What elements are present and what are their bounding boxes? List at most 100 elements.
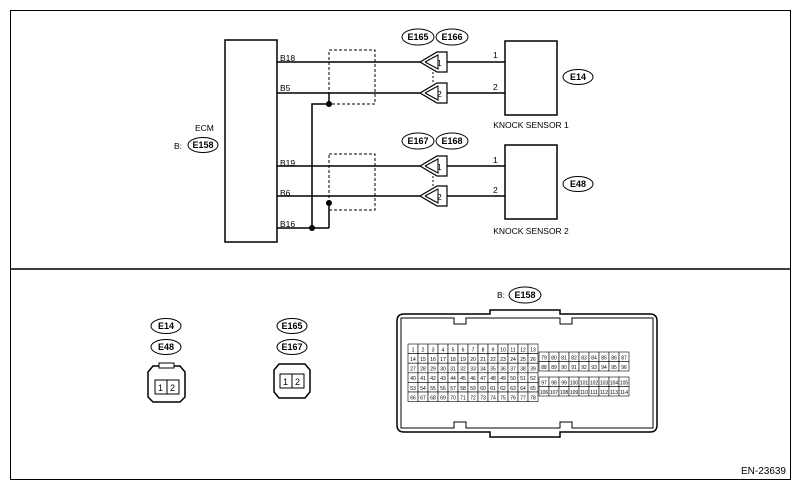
pin-label: 85 <box>601 355 607 361</box>
pin-label: 22 <box>490 357 496 363</box>
sensor2-conn-a-tag: E167 <box>407 136 428 146</box>
tag-oval <box>508 286 542 304</box>
pin-label: 20 <box>470 357 476 363</box>
left-connector-pin1: 1 <box>158 383 163 393</box>
pin-label: 68 <box>430 395 436 401</box>
pin-label: 7 <box>472 347 475 353</box>
pin-label: 27 <box>410 367 416 373</box>
pin-label: 91 <box>571 365 577 371</box>
pin-label: 106 <box>540 390 549 396</box>
pin-cell <box>618 361 630 372</box>
pin-label: 110 <box>580 390 588 396</box>
pin-label: 36 <box>500 367 506 373</box>
sensor1-conn-a-tag: E165 <box>407 32 428 42</box>
pin-label: 12 <box>520 347 526 353</box>
wires-sensor2 <box>277 165 505 197</box>
knock-sensor-2-box <box>504 144 558 220</box>
pin-label: 60 <box>480 386 486 392</box>
pin-label: 94 <box>601 365 607 371</box>
pin-label: 90 <box>561 365 567 371</box>
pin-label: 23 <box>500 357 506 363</box>
tag-oval <box>401 132 435 150</box>
big-connector-prefix: B: <box>497 290 505 300</box>
pin-label: 53 <box>410 386 416 392</box>
sensor1-pin2: 2 <box>493 82 498 92</box>
pin-label: 30 <box>440 367 446 373</box>
pin-label: 42 <box>430 376 436 382</box>
shield-box-2 <box>328 153 376 211</box>
pin-label: 31 <box>450 367 456 373</box>
pin-label: 55 <box>430 386 436 392</box>
ecm-pin-b6: B6 <box>280 188 291 198</box>
outer-frame <box>10 10 791 480</box>
pin-label: 25 <box>520 357 526 363</box>
pin-label: 65 <box>530 386 536 392</box>
knock-sensor-2-tag: E48 <box>570 179 586 189</box>
mid-connector-tag-1: E165 <box>281 321 302 331</box>
pin-label: 59 <box>470 386 476 392</box>
pin-label: 75 <box>500 395 506 401</box>
pin-label: 9 <box>492 347 495 353</box>
pin-label: 48 <box>490 376 496 382</box>
pin-label: 67 <box>420 395 426 401</box>
ecm-pin-b16: B16 <box>280 219 295 229</box>
pin-label: 29 <box>430 367 436 373</box>
tag-oval <box>435 28 469 46</box>
pin-label: 104 <box>610 380 619 386</box>
pin-label: 21 <box>480 357 486 363</box>
inline-connector-1-pin1: 1 <box>437 58 442 68</box>
pin-label: 107 <box>550 390 559 396</box>
pin-label: 82 <box>571 355 577 361</box>
pin-label: 1 <box>412 347 415 353</box>
pin-label: 5 <box>452 347 455 353</box>
pin-label: 63 <box>510 386 516 392</box>
ecm-connector-tag-oval <box>187 137 219 153</box>
tag-oval <box>435 132 469 150</box>
sensor2-pin1: 1 <box>493 155 498 165</box>
pin-label: 92 <box>581 365 587 371</box>
knock-sensor-2-label: KNOCK SENSOR 2 <box>493 226 569 236</box>
ecm-connector-prefix: B: <box>174 141 182 151</box>
pin-label: 45 <box>460 376 466 382</box>
shield-box-1 <box>328 49 376 105</box>
pin-label: 79 <box>541 355 547 361</box>
pin-label: 14 <box>410 357 416 363</box>
pin-label: 35 <box>490 367 496 373</box>
splice-dot <box>309 225 315 231</box>
pin-label: 15 <box>420 357 426 363</box>
pin-label: 38 <box>520 367 526 373</box>
knock-sensor-1-tag: E14 <box>570 72 586 82</box>
ecm-pin-b18: B18 <box>280 53 295 63</box>
pin-label: 78 <box>530 395 536 401</box>
pin-label: 109 <box>570 390 579 396</box>
tag-oval <box>562 69 594 85</box>
left-connector-tag-1: E14 <box>158 321 174 331</box>
pin-label: 101 <box>580 380 589 386</box>
pin-label: 84 <box>591 355 597 361</box>
pin-label: 57 <box>450 386 456 392</box>
pin-label: 80 <box>551 355 557 361</box>
tag-oval <box>562 176 594 192</box>
pin-label: 72 <box>470 395 476 401</box>
tag-oval <box>401 28 435 46</box>
pin-label: 76 <box>510 395 516 401</box>
mid-connector-pin2: 2 <box>295 377 300 387</box>
pin-label: 103 <box>600 380 609 386</box>
pin-label: 2 <box>422 347 425 353</box>
pin-label: 96 <box>621 365 627 371</box>
tag-oval <box>150 318 182 334</box>
inline-connector-2-pin1: 1 <box>437 162 442 172</box>
pin-label: 44 <box>450 376 456 382</box>
pin-label: 58 <box>460 386 466 392</box>
pin-label: 8 <box>482 347 485 353</box>
knock-sensor-1-label: KNOCK SENSOR 1 <box>493 120 569 130</box>
ecm-pin-b5: B5 <box>280 83 291 93</box>
pin-label: 32 <box>460 367 466 373</box>
sensor1-pin1: 1 <box>493 50 498 60</box>
tag-oval <box>276 339 308 355</box>
pin-label: 95 <box>611 365 617 371</box>
pin-cell <box>527 391 539 402</box>
ecm-title: ECM <box>195 123 214 133</box>
pin-label: 61 <box>490 386 496 392</box>
